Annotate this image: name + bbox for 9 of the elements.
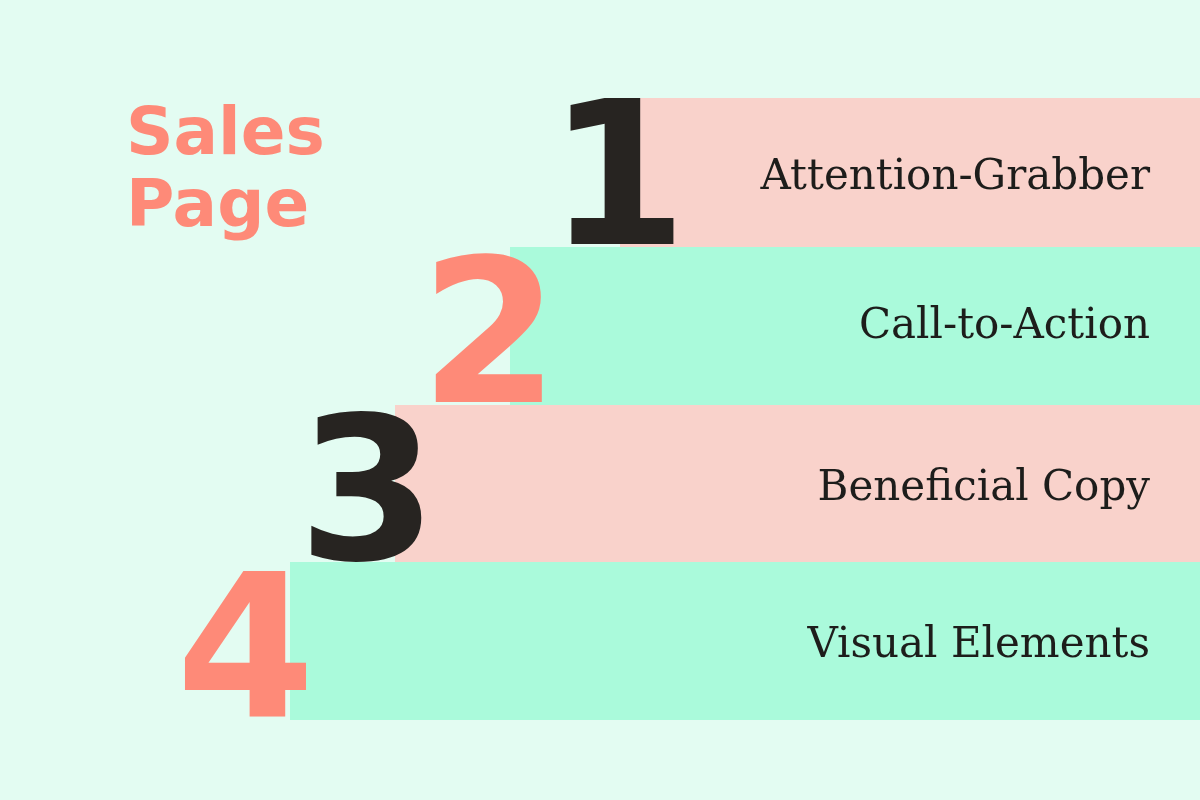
step-number: 3 [298, 410, 432, 570]
step-number: 4 [176, 568, 310, 728]
step-number: 2 [420, 253, 554, 413]
step-label: Visual Elements [807, 618, 1150, 667]
title: Sales Page [126, 96, 326, 240]
step-label: Beneficial Copy [817, 461, 1150, 510]
step-label: Attention-Grabber [760, 150, 1150, 199]
step-label: Call-to-Action [858, 299, 1150, 348]
step-number: 1 [548, 95, 682, 255]
